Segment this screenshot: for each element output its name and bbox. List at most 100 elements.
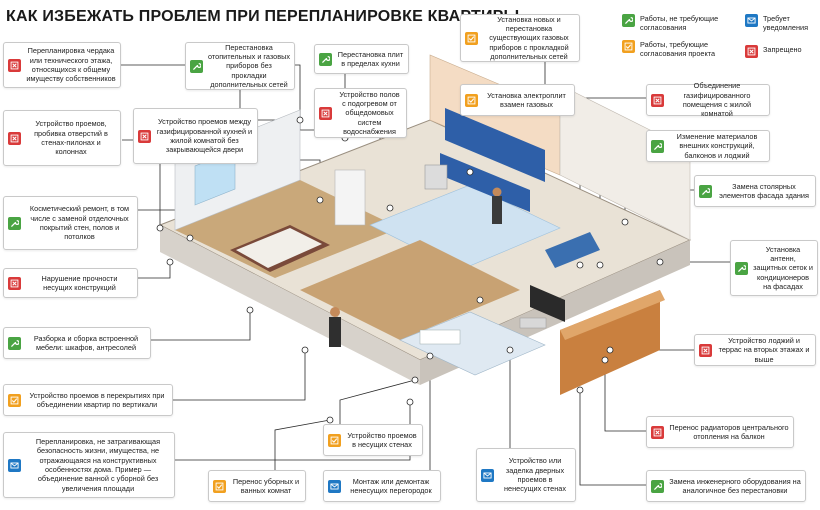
legend-notification: Требует уведомления [745, 14, 817, 33]
callout-move-bathrooms: Перенос уборных и ванных комнат [208, 470, 306, 502]
callout-bathroom-merge: Перепланировка, не затрагивающая безопас… [3, 432, 175, 498]
cross-icon [651, 93, 664, 107]
person-head-kitchen [492, 187, 502, 197]
callout-text: Замена столярных элементов фасада здания [719, 181, 809, 200]
sofa [545, 232, 600, 268]
cross-icon [651, 425, 664, 439]
legend-forbidden: Запрещено [745, 45, 817, 58]
callout-built-in-furniture: Разборка и сборка встроенной мебели: шка… [3, 327, 151, 359]
tv [530, 285, 565, 322]
front-edge [160, 225, 420, 385]
legend-no-approval: Работы, не требующие согласования [622, 14, 732, 33]
callout-text: Перенос уборных и ванных комнат [232, 476, 300, 495]
callout-text: Перенос радиаторов центрального отоплени… [669, 422, 789, 441]
callout-stove-move: Перестановка плит в пределах кухни [314, 44, 409, 74]
living-floor [300, 240, 520, 340]
callout-text: Нарушение прочности несущих конструкций [41, 273, 118, 292]
stove [424, 164, 448, 190]
cross-icon [8, 58, 21, 72]
callout-external-materials: Изменение материалов внешних конструкций… [646, 130, 770, 162]
callout-antennas: Установка антенн, защитных сеток и конди… [730, 240, 818, 296]
callout-text: Объединение газифицированного помещения … [682, 81, 752, 119]
cross-icon [138, 129, 151, 143]
callout-gas-room-merge: Объединение газифицированного помещения … [646, 81, 770, 119]
marker-dots [156, 116, 664, 424]
page-title: КАК ИЗБЕЖАТЬ ПРОБЛЕМ ПРИ ПЕРЕПЛАНИРОВКЕ … [6, 8, 520, 25]
callout-text: Устройство проемов, пробивка отверстий в… [34, 119, 108, 157]
callout-door-openings: Устройство или заделка дверных проемов в… [476, 448, 576, 502]
balcony-rail [560, 290, 665, 340]
bathroom-floor [399, 311, 546, 376]
callout-loggias: Устройство лоджий и террас на вторых эта… [694, 334, 816, 366]
cross-icon [319, 106, 332, 120]
wrench-icon [651, 139, 664, 153]
check-icon [8, 393, 21, 407]
envelope-icon [745, 14, 758, 27]
callout-pylons: Устройство проемов, пробивка отверстий в… [3, 110, 121, 166]
person-body [329, 317, 341, 347]
callout-text: Косметический ремонт, в том числе с заме… [29, 204, 130, 242]
callout-radiators-balcony: Перенос радиаторов центрального отоплени… [646, 416, 794, 448]
wrench-icon [622, 14, 635, 27]
callout-text: Устройство или заделка дверных проемов в… [504, 456, 566, 494]
cross-icon [699, 343, 712, 357]
check-icon [465, 93, 478, 107]
wrench-icon [699, 184, 712, 198]
callout-text: Устройство проемов в перекрытиях при объ… [29, 390, 165, 409]
radiator [519, 317, 547, 329]
check-icon [328, 433, 341, 447]
check-icon [213, 479, 226, 493]
check-icon [622, 40, 635, 53]
person-body-kitchen [492, 196, 502, 224]
callout-text: Устройство лоджий и террас на вторых эта… [718, 336, 810, 364]
envelope-icon [328, 479, 341, 493]
callout-text: Установка новых и перестановка существую… [489, 14, 569, 61]
fridge [334, 169, 366, 226]
callout-gas-kitchen-opening: Устройство проемов между газифицированно… [133, 108, 258, 164]
callout-facade-joinery: Замена столярных элементов фасада здания [694, 175, 816, 207]
envelope-icon [8, 458, 21, 472]
bathtub [419, 329, 461, 345]
cross-icon [8, 131, 21, 145]
wrench-icon [8, 216, 21, 230]
callout-text: Монтаж или демонтаж ненесущих перегородо… [350, 476, 432, 495]
callout-text: Перестановка отопительных и газовых приб… [208, 42, 291, 89]
callout-text: Перестановка плит в пределах кухни [337, 49, 404, 68]
balcony [560, 290, 660, 395]
callout-text: Замена инженерного оборудования на анало… [669, 476, 801, 495]
wrench-icon [651, 479, 664, 493]
callout-text: Изменение материалов внешних конструкций… [676, 132, 758, 160]
callout-engineering-equipment: Замена инженерного оборудования на анало… [646, 470, 806, 502]
callout-cosmetic-repair: Косметический ремонт, в том числе с заме… [3, 196, 138, 250]
cross-icon [745, 45, 758, 58]
legend-label: Требует уведомления [763, 14, 809, 33]
callout-floor-openings: Устройство проемов в перекрытиях при объ… [3, 384, 173, 416]
envelope-icon [481, 468, 494, 482]
callout-structure-strength: Нарушение прочности несущих конструкций [3, 268, 138, 298]
callout-text: Перепланировка чердака или технического … [26, 46, 116, 84]
callout-text: Устройство проемов между газифицированно… [156, 117, 253, 155]
wrench-icon [735, 261, 748, 275]
callout-text: Установка электроплит взамен газовых [487, 90, 566, 109]
legend-label: Запрещено [763, 45, 802, 54]
legend-label: Работы, не требующие согласования [640, 14, 719, 33]
callout-text: Разборка и сборка встроенной мебели: шка… [33, 333, 139, 352]
kitchen-cabinets [445, 108, 545, 182]
callout-attic: Перепланировка чердака или технического … [3, 42, 121, 88]
callout-partitions: Монтаж или демонтаж ненесущих перегородо… [323, 470, 441, 502]
kitchen-lower-cabinets [440, 153, 530, 212]
callout-text: Устройство проемов в несущих стенах [347, 430, 417, 449]
callout-electric-stoves: Установка электроплит взамен газовых [460, 84, 575, 116]
callout-heated-floors: Устройство полов с подогревом от общедом… [314, 88, 407, 138]
wrench-icon [8, 336, 21, 350]
wrench-icon [190, 59, 203, 73]
wrench-icon [319, 52, 332, 66]
callout-text: Перепланировка, не затрагивающая безопас… [35, 437, 161, 493]
callout-text: Устройство полов с подогревом от общедом… [339, 89, 400, 136]
callout-heating-devices: Перестановка отопительных и газовых приб… [185, 42, 295, 90]
legend-label: Работы, требующие согласования проекта [640, 40, 716, 59]
check-icon [465, 31, 478, 45]
bed-sheet [236, 228, 322, 268]
